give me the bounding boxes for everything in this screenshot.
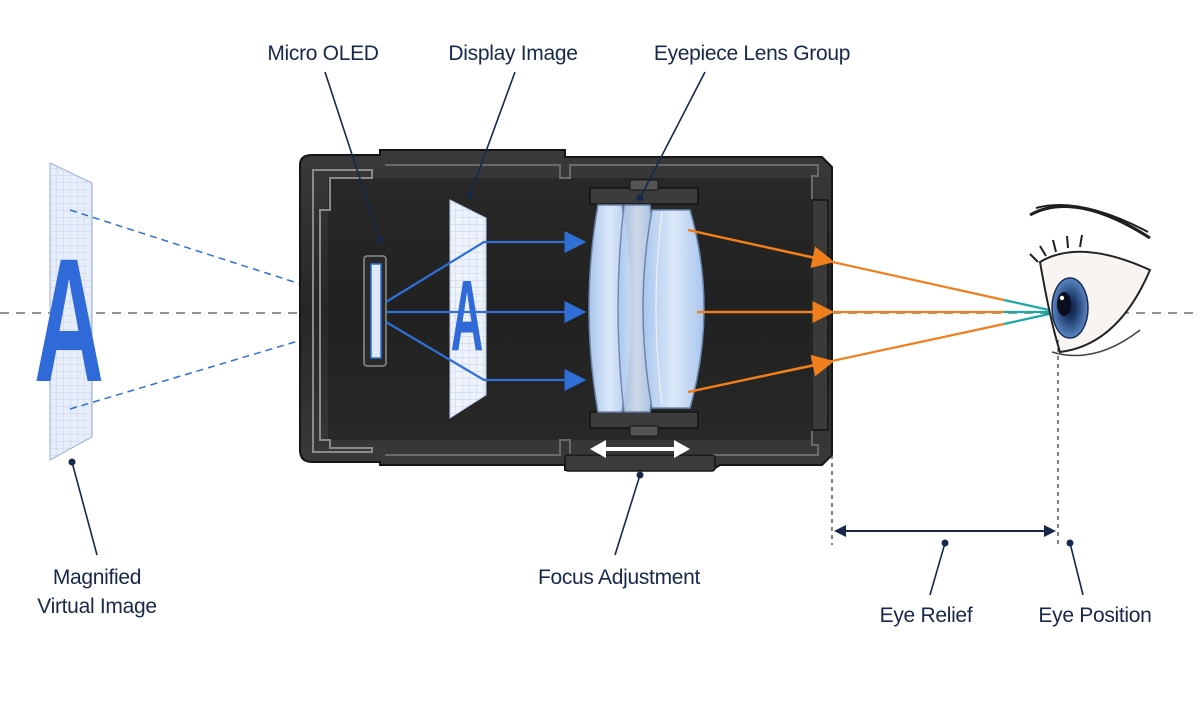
focus-adjustment-label: Focus Adjustment	[538, 566, 701, 589]
orange-light-rays	[687, 228, 1005, 394]
magnified-virtual-image: A	[34, 162, 104, 461]
double-headed-arrow-icon	[590, 440, 690, 458]
eyepiece-lens-group	[588, 179, 705, 437]
eyepiece-lens-group-label: Eyepiece Lens Group	[654, 42, 850, 65]
eye-icon	[1029, 204, 1152, 357]
eye-position-label: Eye Position	[1038, 604, 1151, 627]
display-image-label: Display Image	[448, 42, 577, 65]
blue-light-rays	[385, 231, 587, 391]
micro-oled-panel	[363, 255, 387, 367]
eye-relief-label: Eye Relief	[880, 604, 973, 627]
leader-dots	[68, 191, 1074, 547]
micro-oled-label: Micro OLED	[267, 42, 378, 65]
magnified-virtual-image-label-line1: Magnified	[53, 566, 141, 589]
magnified-virtual-image-label-line2: Virtual Image	[37, 595, 156, 618]
eye-relief-dimension	[831, 340, 1059, 545]
display-image-letter: A	[451, 261, 483, 372]
display-image: A	[449, 199, 487, 419]
virtual-image-letter: A	[34, 222, 104, 419]
leader-lines	[71, 71, 1084, 596]
